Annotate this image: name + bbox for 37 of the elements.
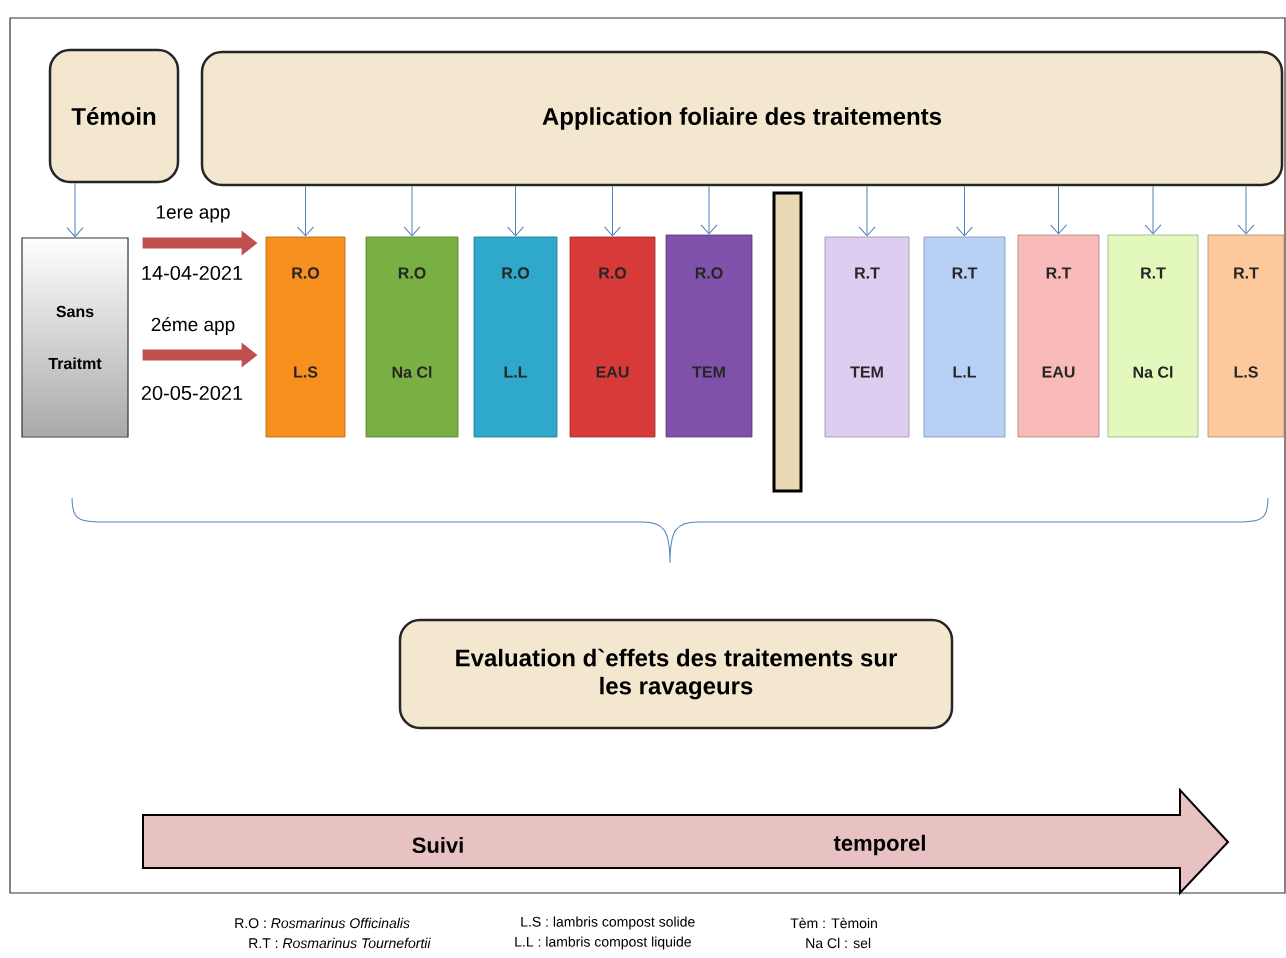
arrow: [1050, 185, 1067, 235]
key-text: L.L : lambris compost liquide: [515, 936, 691, 950]
rounded-box: Application foliaire des traitements: [200, 50, 1284, 187]
treatment-box: R.O L.S: [265, 236, 346, 438]
arrow: [66, 182, 84, 238]
key-text: R.T : Rosmarinus Tournefortii: [249, 937, 431, 949]
arrow: [297, 185, 314, 237]
key-text: Tèm : Tèmoin: [790, 917, 877, 929]
arrow: [700, 185, 718, 235]
edge-label: 1ere app: [156, 205, 230, 223]
arrow: [507, 185, 524, 237]
treatment-box: R.O TEM: [665, 234, 753, 438]
treatment-box: R.O EAU: [569, 236, 656, 438]
rounded-box: Evaluation d`effets des traitements sur les ravageurs: [398, 618, 954, 730]
edge-label: 2éme app: [151, 317, 235, 335]
arrow: [858, 185, 876, 237]
rounded-box: Témoin: [48, 48, 180, 184]
divider-bar: [772, 191, 803, 493]
treatment-box: R.T L.L: [923, 236, 1006, 438]
arrow: [956, 185, 973, 237]
arrow: [1237, 185, 1255, 235]
arrow: [1144, 185, 1162, 235]
treatment-box: R.T Na Cl: [1107, 234, 1199, 438]
process-box: Sans Traitmt: [21, 237, 129, 438]
key-text: L.S : lambris compost solide: [521, 916, 695, 930]
key-text: R.O : Rosmarinus Officinalis: [235, 917, 410, 929]
treatment-box: R.T EAU: [1017, 234, 1100, 438]
arrow: [403, 185, 421, 237]
key-text: Na Cl : sel: [806, 937, 871, 949]
date-label: 14-04-2021: [142, 265, 243, 281]
arrow: [604, 185, 621, 237]
arrow-band: Suivi temporel: [142, 787, 1230, 896]
treatment-box: R.O Na Cl: [365, 236, 459, 438]
treatment-box: R.T TEM: [824, 236, 910, 438]
treatment-box: R.O L.L: [473, 236, 558, 438]
date-label: 20-05-2021: [141, 385, 243, 401]
treatment-box: R.T L.S: [1207, 234, 1285, 438]
